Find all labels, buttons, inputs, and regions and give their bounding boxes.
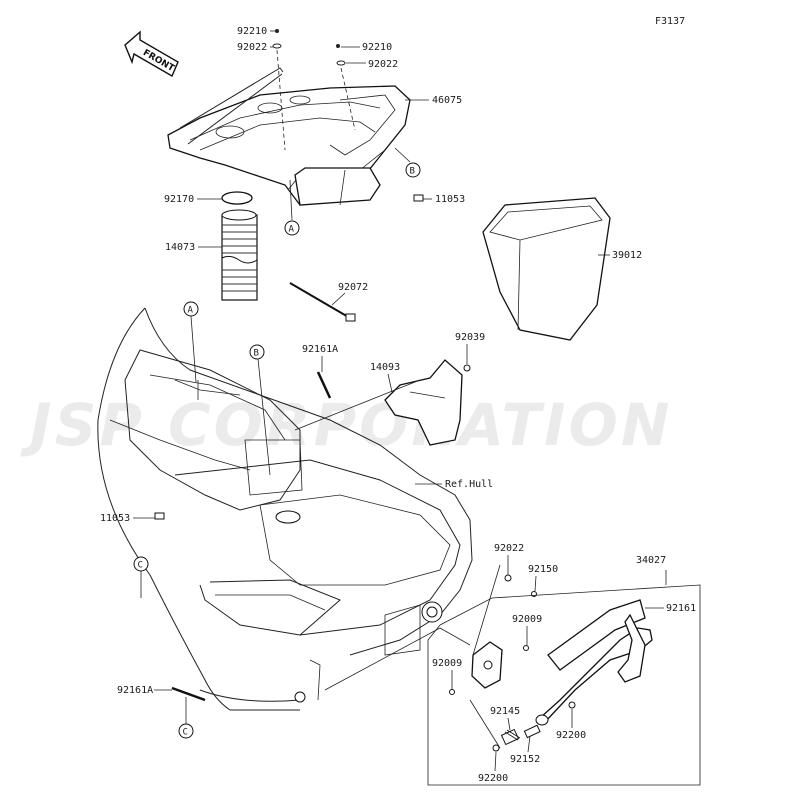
clamp-92170 xyxy=(221,191,253,205)
svg-text:B: B xyxy=(410,167,415,177)
grab-handle-92161 xyxy=(535,599,653,726)
label-92009-right: 92009 xyxy=(512,614,542,625)
label-92200-right: 92200 xyxy=(556,730,586,741)
label-92022-a: 92022 xyxy=(237,42,267,53)
svg-text:A: A xyxy=(188,306,194,316)
label-92022-b: 92022 xyxy=(368,59,398,70)
label-92161a-2: 92161A xyxy=(117,685,153,696)
hose-14073 xyxy=(221,209,258,301)
figure-code: F3137 xyxy=(655,16,685,27)
washer-92200-right xyxy=(568,701,576,709)
label-39012: 39012 xyxy=(612,250,642,261)
label-14093: 14093 xyxy=(370,362,400,373)
label-92039: 92039 xyxy=(455,332,485,343)
label-11053-a: 11053 xyxy=(435,194,465,205)
svg-text:B: B xyxy=(254,349,259,359)
strip-92161a-upper xyxy=(316,371,332,399)
svg-text:C: C xyxy=(183,728,188,738)
svg-text:C: C xyxy=(138,561,143,571)
callout-a-lower: A xyxy=(183,301,199,383)
label-11053-b: 11053 xyxy=(100,513,130,524)
label-92152: 92152 xyxy=(510,754,540,765)
bolt-92009-right xyxy=(523,645,529,651)
callout-c-bottom: C xyxy=(178,697,194,739)
bumper-11053-top xyxy=(413,194,424,202)
cable-tie-92072 xyxy=(289,282,356,322)
label-46075: 46075 xyxy=(432,95,462,106)
fastener-92210-left xyxy=(272,29,282,49)
strip-92161a-lower xyxy=(171,686,206,702)
label-14073: 14073 xyxy=(165,242,195,253)
label-92072: 92072 xyxy=(338,282,368,293)
label-92161a-1: 92161A xyxy=(302,344,338,355)
label-92200-left: 92200 xyxy=(478,773,508,784)
svg-text:A: A xyxy=(289,225,295,235)
deck-panel-46075 xyxy=(167,85,411,206)
callout-c-left: C xyxy=(133,556,149,598)
label-34027: 34027 xyxy=(636,555,666,566)
callout-b-upper: B xyxy=(394,147,421,178)
label-92009-left: 92009 xyxy=(432,658,462,669)
label-92210-b: 92210 xyxy=(362,42,392,53)
front-arrow-icon: FRONT xyxy=(124,30,179,78)
label-92170: 92170 xyxy=(164,194,194,205)
hull-bumper-11053 xyxy=(154,512,165,520)
label-92145: 92145 xyxy=(490,706,520,717)
handle-bracket xyxy=(471,641,503,689)
washer-92200-left xyxy=(492,744,500,752)
label-92022-c: 92022 xyxy=(494,543,524,554)
bolt-92009-left xyxy=(449,689,455,695)
fastener-92210-right xyxy=(336,44,346,66)
nut-92022 xyxy=(504,574,512,582)
hull-ref xyxy=(97,307,473,711)
callout-b-lower: B xyxy=(249,344,271,476)
label-92210-a: 92210 xyxy=(237,26,267,37)
bushing-92152 xyxy=(523,724,541,739)
label-ref-hull: Ref.Hull xyxy=(445,479,493,490)
pivot-pin-92145 xyxy=(500,728,521,746)
callout-a-upper: A xyxy=(284,179,300,236)
label-92161: 92161 xyxy=(666,603,696,614)
watermark: JSP CORPORATION xyxy=(20,391,672,459)
label-92150: 92150 xyxy=(528,564,558,575)
storage-bin-39012 xyxy=(482,197,611,341)
